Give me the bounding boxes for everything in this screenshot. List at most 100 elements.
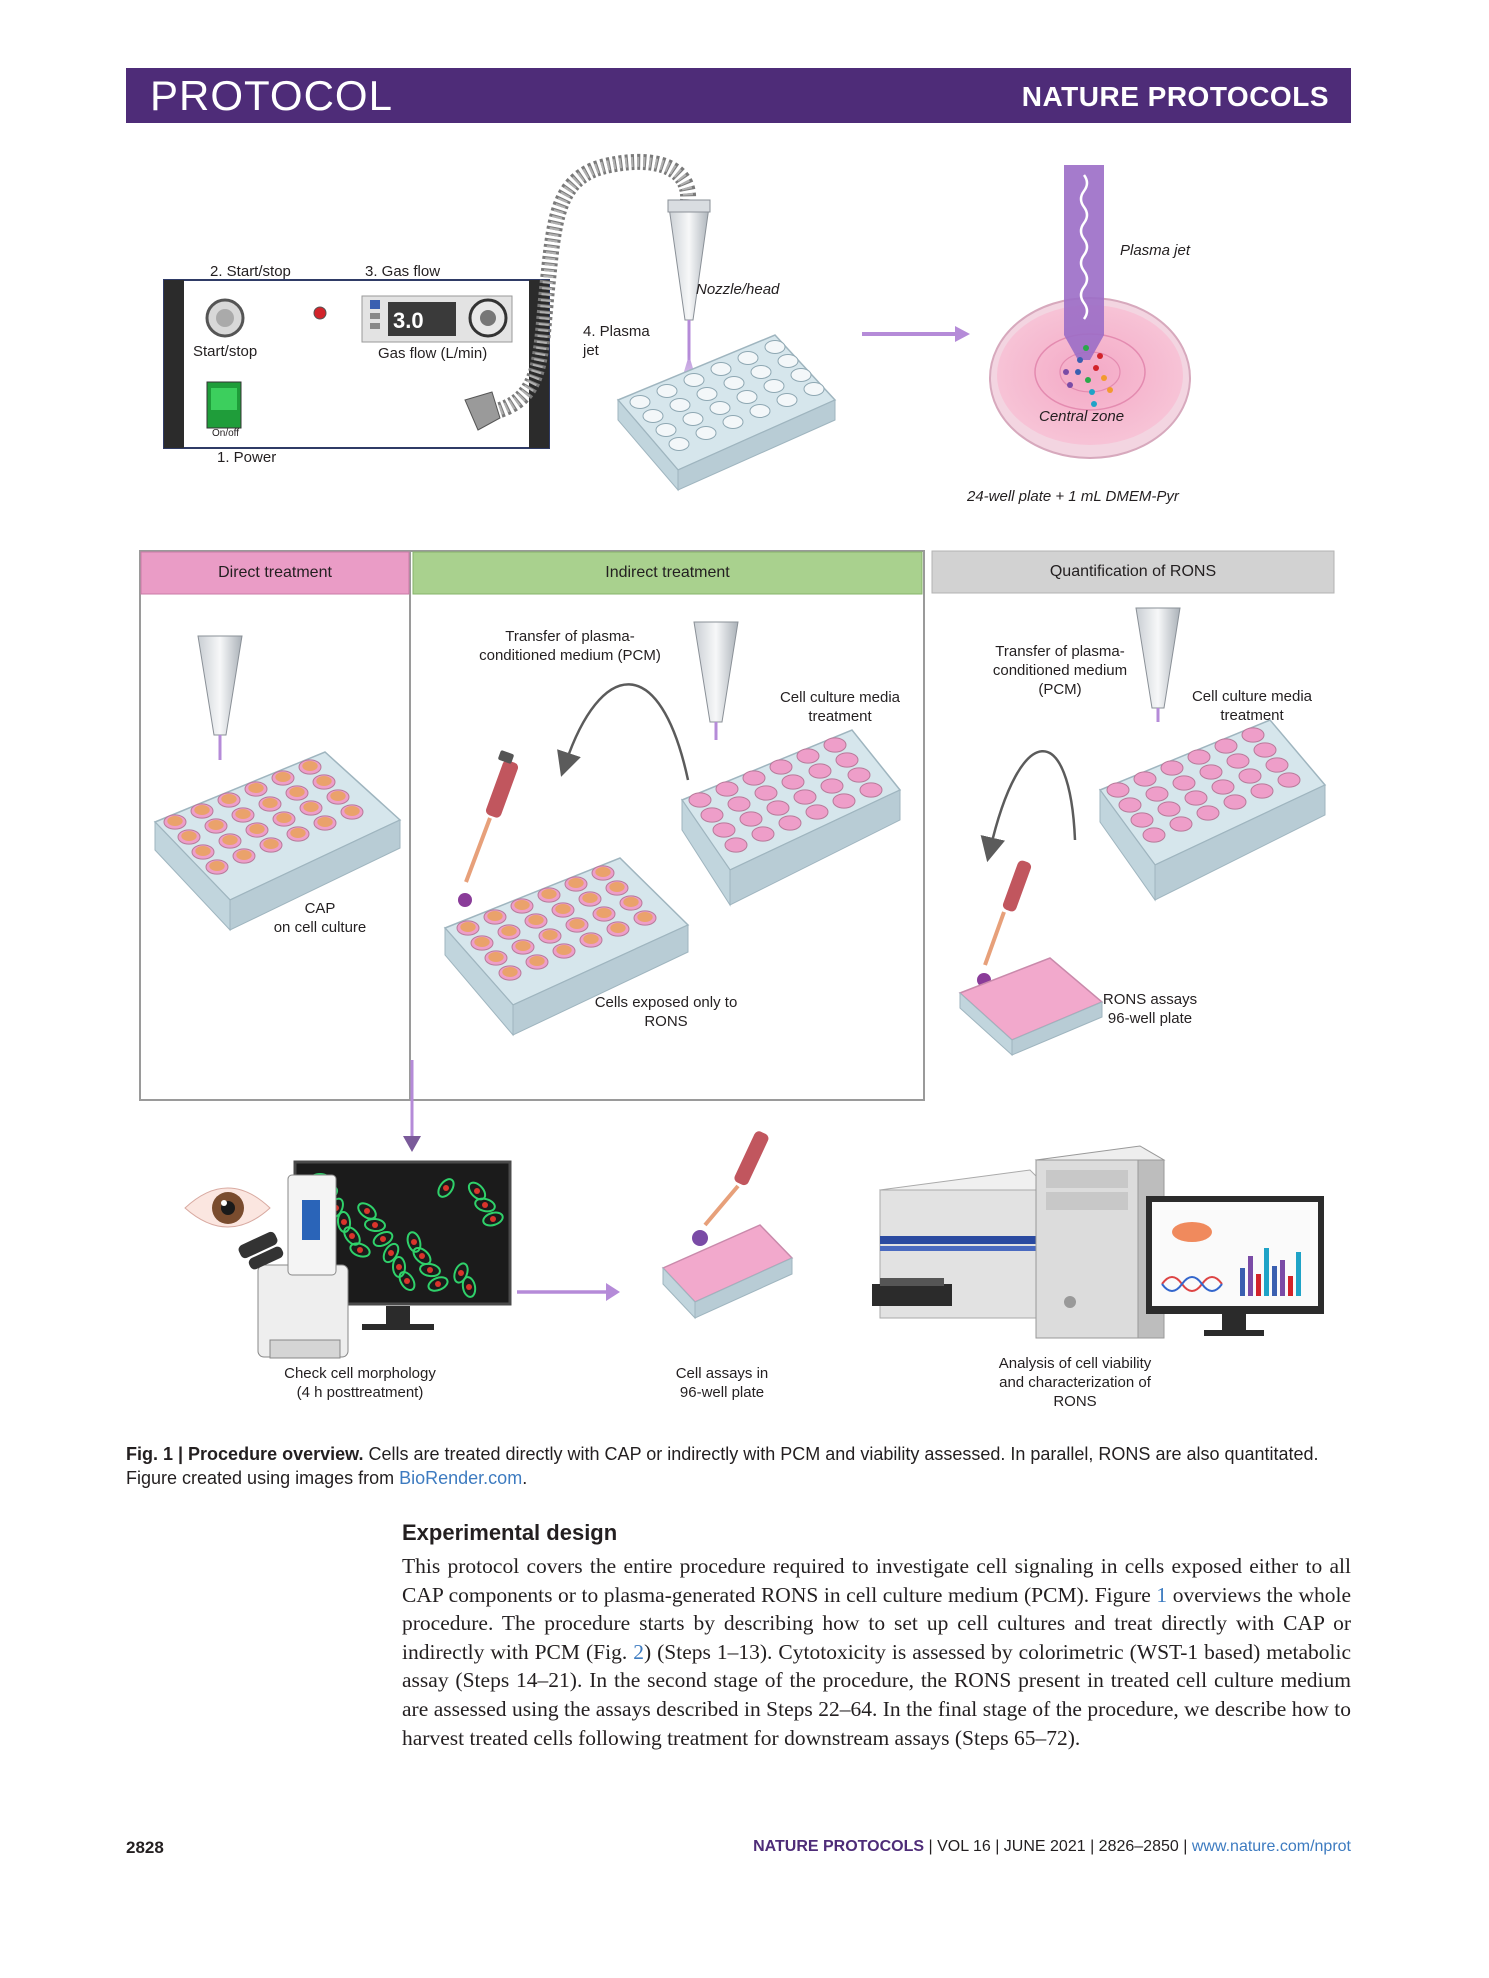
label-nozzle-head: Nozzle/head	[696, 281, 780, 298]
rons-assay-2: 96-well plate	[1107, 1010, 1193, 1027]
well	[1118, 797, 1142, 813]
cell-outline	[419, 1262, 441, 1278]
well	[847, 767, 871, 783]
well	[777, 354, 799, 368]
indirect-transfer-2: conditioned medium (PCM)	[479, 647, 661, 664]
cell-cluster	[221, 794, 237, 804]
plasma-species-dot	[1075, 369, 1081, 375]
well	[1130, 812, 1154, 828]
well	[776, 393, 798, 407]
cell-nucleus	[341, 1219, 347, 1225]
biorender-link[interactable]: BioRender.com	[399, 1468, 523, 1488]
cell-cluster	[501, 926, 517, 936]
well	[1187, 749, 1211, 765]
rons-transfer-3: (PCM)	[1038, 681, 1082, 698]
cell-outline	[412, 1246, 432, 1266]
section-title: Experimental design	[402, 1520, 618, 1545]
cell-outline	[364, 1217, 386, 1233]
gas-flow-knob	[468, 298, 508, 338]
well	[700, 807, 724, 823]
well	[709, 401, 731, 415]
cell-cluster	[487, 911, 503, 921]
well	[683, 373, 705, 387]
cell-nucleus	[388, 1250, 394, 1256]
indirect-pipette	[458, 750, 519, 907]
indirect-nozzle	[693, 621, 739, 740]
cell-nucleus	[435, 1281, 441, 1287]
rons-assay-1: RONS assays	[1102, 991, 1198, 1008]
plasma-species-dot	[1083, 345, 1089, 351]
plasma-species-dot	[1085, 377, 1091, 383]
footer-journal: NATURE PROTOCOLS	[753, 1838, 925, 1855]
well	[696, 387, 718, 401]
label-start-stop: Start/stop	[193, 343, 258, 360]
cell-cluster	[555, 904, 571, 914]
cell-cluster	[195, 846, 211, 856]
figure-2-ref[interactable]: 2	[633, 1639, 644, 1664]
cell-cluster	[610, 923, 626, 933]
well	[751, 826, 775, 842]
well	[769, 759, 793, 775]
cell-nucleus	[443, 1185, 449, 1191]
microscope-icon	[238, 1174, 349, 1359]
cell-nucleus	[427, 1267, 433, 1273]
figure-1-ref[interactable]: 1	[1156, 1582, 1168, 1607]
cell-cluster	[502, 967, 518, 977]
well	[1145, 786, 1169, 802]
caption-end: .	[522, 1468, 528, 1488]
rons-media-plate	[1098, 719, 1327, 902]
label-plasma-jet-2: jet	[583, 342, 599, 359]
well	[835, 752, 859, 768]
cell-cluster	[263, 839, 279, 849]
well	[737, 351, 759, 365]
journal-url[interactable]: www.nature.com/nprot	[1191, 1838, 1351, 1855]
well	[763, 379, 785, 393]
zoomed-well	[989, 165, 1191, 459]
well	[723, 376, 745, 390]
cell-cluster	[236, 850, 252, 860]
well	[1238, 768, 1262, 784]
mini-bar	[1272, 1266, 1277, 1296]
well	[739, 811, 763, 827]
rons-transfer-arrow	[980, 750, 1077, 863]
cell-cluster	[249, 824, 265, 834]
cell-outline	[461, 1276, 477, 1298]
well	[1277, 772, 1301, 788]
mini-bar	[1240, 1268, 1245, 1296]
cell-nucleus	[490, 1216, 496, 1222]
analysis-label-1: Analysis of cell viability	[998, 1355, 1152, 1372]
well	[1253, 742, 1277, 758]
well	[715, 781, 739, 797]
direct-plate	[153, 751, 402, 932]
cell-outline	[372, 1230, 394, 1248]
cell-outline	[382, 1242, 400, 1264]
well	[820, 778, 844, 794]
plasma-species-dot	[1097, 353, 1103, 359]
cell-outline	[437, 1178, 455, 1198]
cell-cluster	[474, 937, 490, 947]
well	[859, 782, 883, 798]
label-gas-flow-unit: Gas flow (L/min)	[378, 345, 488, 362]
well	[754, 785, 778, 801]
cell-cluster	[568, 878, 584, 888]
well	[803, 382, 825, 396]
plasma-species-dot	[1077, 357, 1083, 363]
rons-media-1: Cell culture media	[1191, 688, 1313, 705]
cell-cluster	[317, 817, 333, 827]
computer-tower	[1034, 1145, 1166, 1339]
well	[736, 390, 758, 404]
plasma-species-dot	[1093, 365, 1099, 371]
cell-cluster	[302, 761, 318, 771]
indirect-cells-2: RONS	[644, 1013, 688, 1030]
plasma-species-dot	[1101, 375, 1107, 381]
cell-cluster	[344, 806, 360, 816]
cell-cluster	[194, 805, 210, 815]
analysis-monitor	[1146, 1196, 1324, 1336]
well	[727, 796, 751, 812]
well	[1160, 760, 1184, 776]
start-stop-knob	[205, 298, 245, 338]
cell-nucleus	[364, 1208, 370, 1214]
plate-reader	[872, 1169, 1052, 1319]
indirect-cells-plate	[443, 857, 690, 1037]
mini-bar	[1264, 1248, 1269, 1296]
